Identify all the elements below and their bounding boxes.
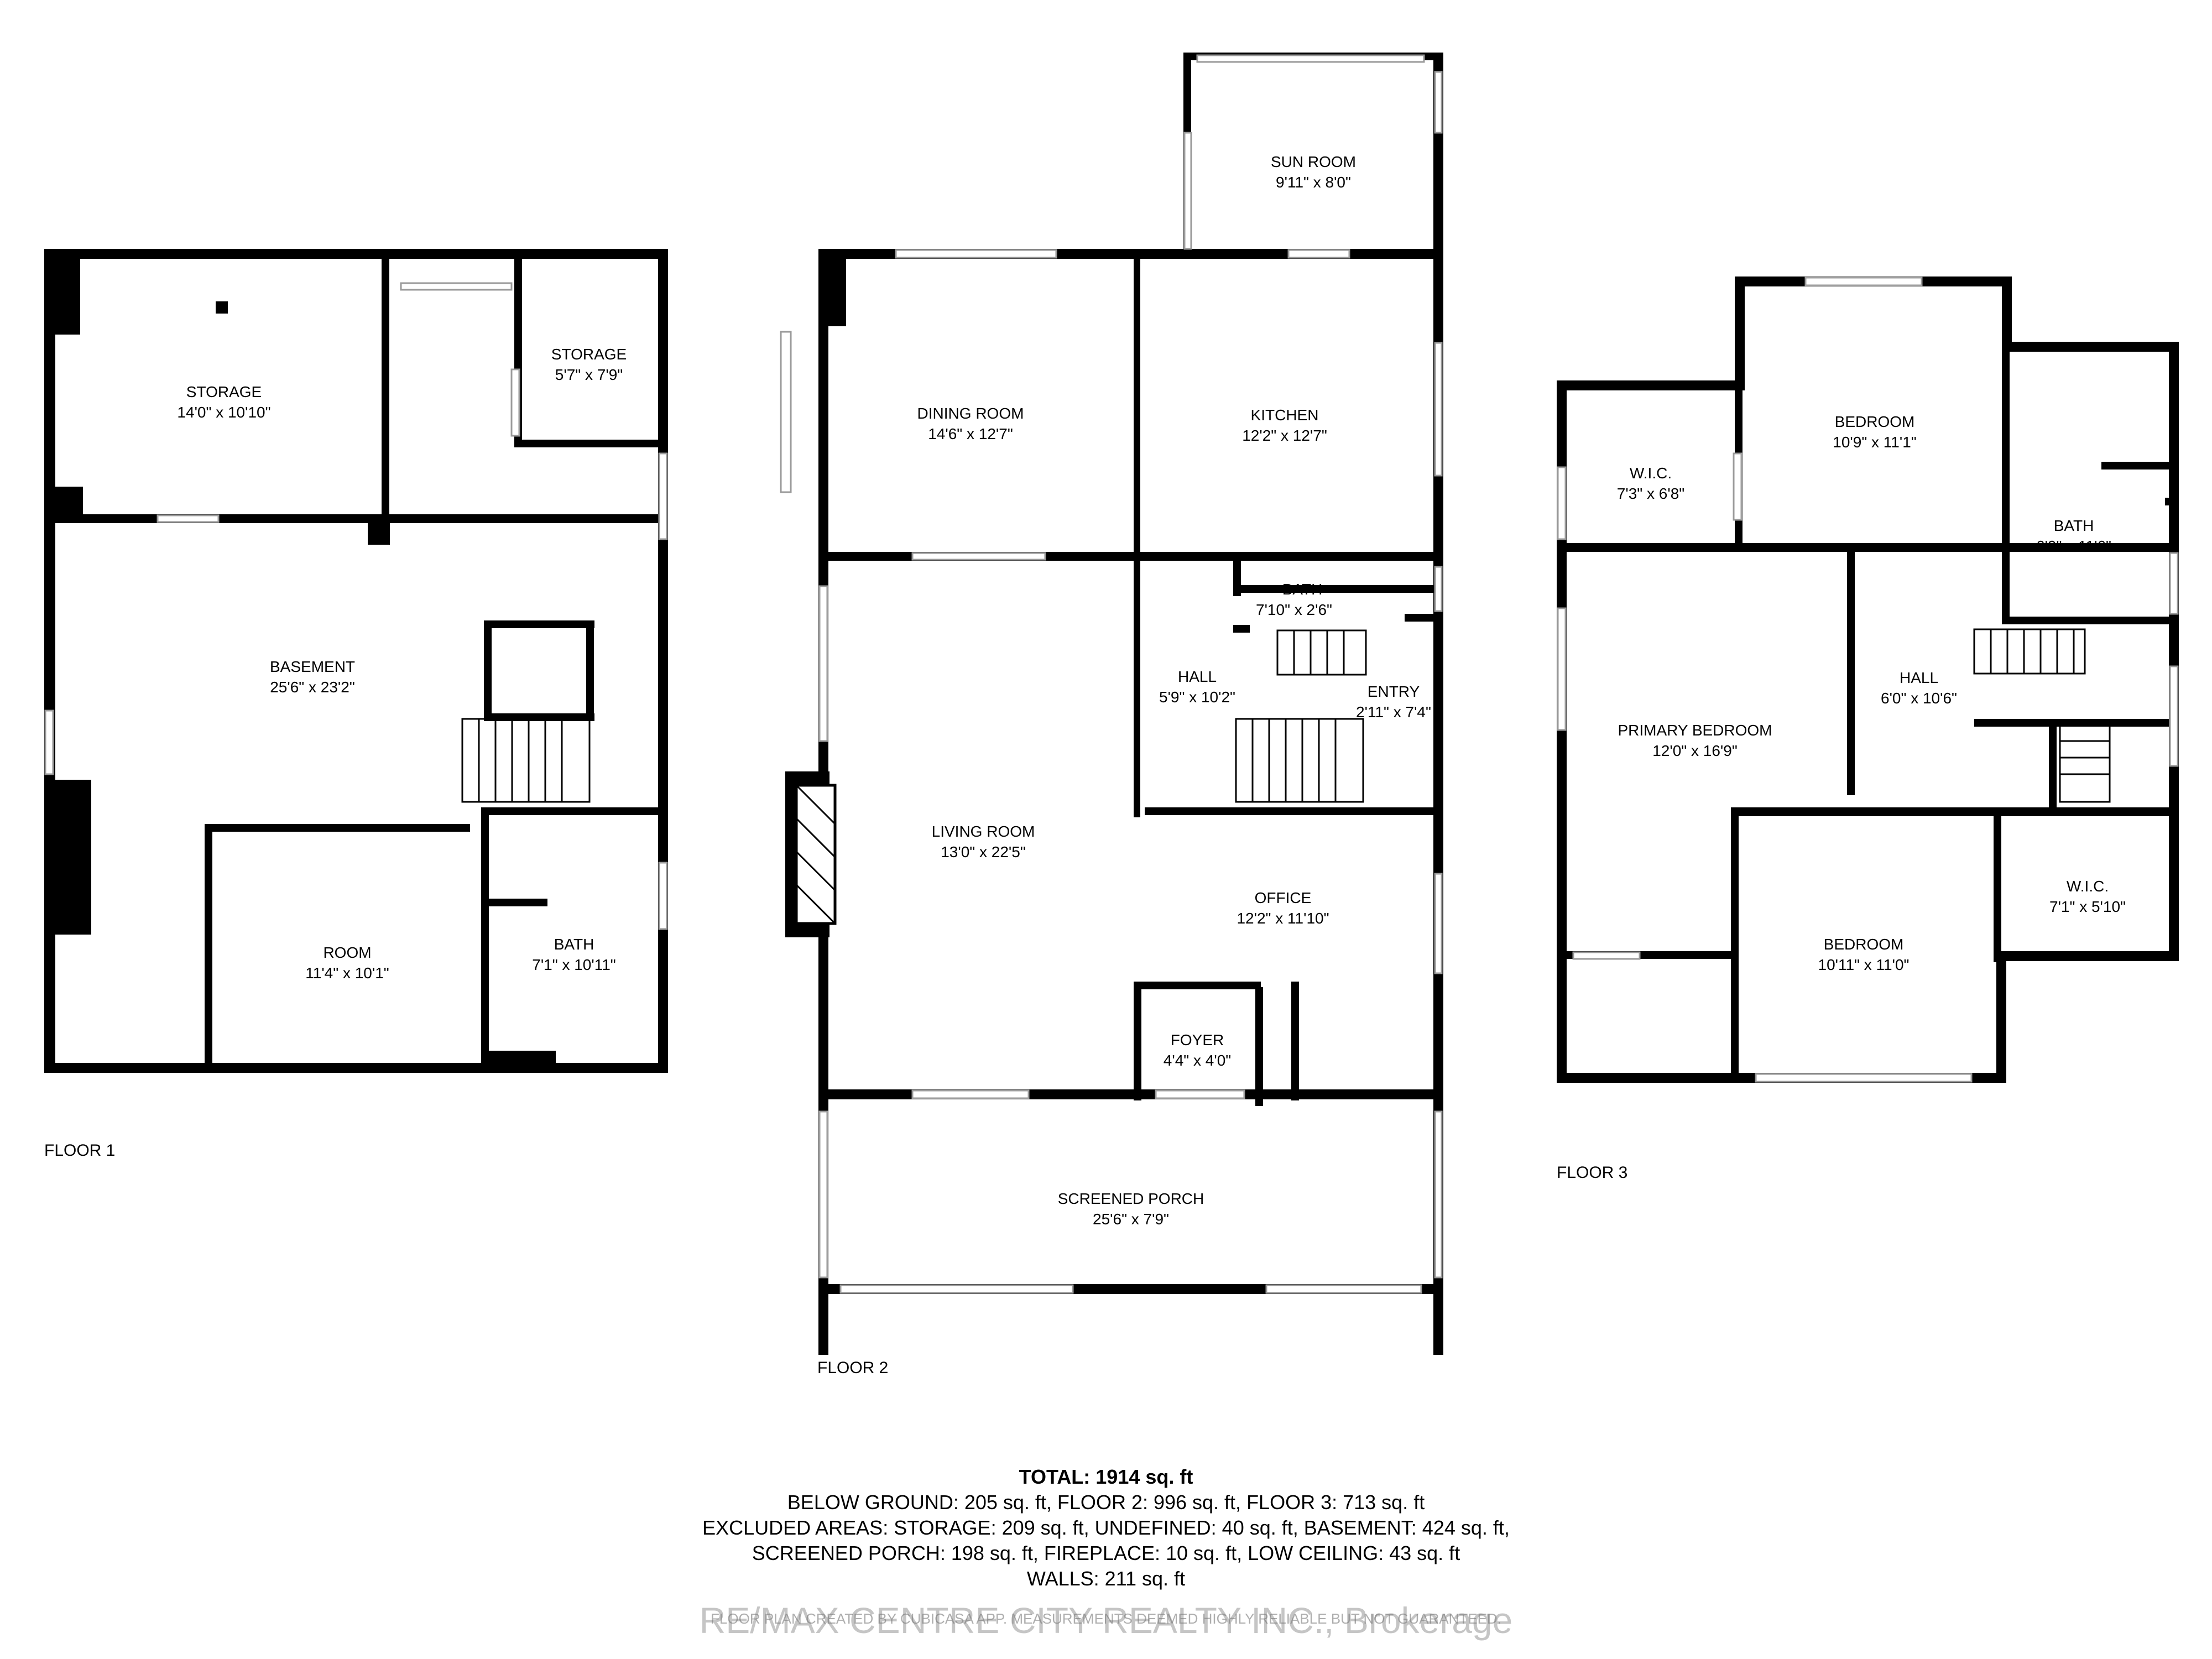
- room-dimensions: 11'4" x 10'1": [305, 964, 389, 982]
- room-dimensions: 9'11" x 8'0": [1276, 174, 1351, 191]
- floor-2-stairs: [1235, 629, 1367, 803]
- brokerage-watermark: RE/MAX CENTRE CITY REALTY INC., Brokerag…: [699, 1600, 1513, 1641]
- floor-1-plan: STORAGE 14'0" x 10'10" STORAGE 5'7" x 7'…: [44, 249, 668, 1160]
- room-name: FOYER: [1171, 1031, 1224, 1048]
- room-name: BATH: [1282, 581, 1323, 598]
- room-dimensions: 4'4" x 4'0": [1164, 1052, 1231, 1069]
- room-dimensions: 14'6" x 12'7": [928, 425, 1013, 442]
- room-name: LIVING ROOM: [932, 823, 1035, 840]
- room-dimensions: 12'2" x 12'7": [1242, 427, 1327, 444]
- room-name: W.I.C.: [1630, 465, 1672, 482]
- room-name: BATH: [2054, 517, 2094, 534]
- floor-label: FLOOR 2: [817, 1359, 888, 1377]
- room-name: ENTRY: [1368, 683, 1420, 700]
- room-dimensions: 6'9" x 11'6": [2036, 538, 2111, 555]
- room-dimensions: 6'0" x 10'6": [1881, 690, 1957, 707]
- room-name: SUN ROOM: [1271, 153, 1356, 170]
- room-name: DINING ROOM: [917, 405, 1024, 422]
- floor-1-labels: STORAGE 14'0" x 10'10" STORAGE 5'7" x 7'…: [44, 346, 627, 1160]
- floor-3-windows: [1557, 276, 2179, 1083]
- fireplace: [795, 784, 837, 925]
- summary-line: WALLS: 211 sq. ft: [1026, 1567, 1186, 1590]
- floor-1-windows: [44, 282, 668, 930]
- floor-label: FLOOR 3: [1557, 1164, 1627, 1182]
- room-dimensions: 13'0" x 22'5": [941, 843, 1026, 860]
- room-dimensions: 7'1" x 10'11": [532, 956, 615, 973]
- room-dimensions: 10'9" x 11'1": [1833, 434, 1916, 451]
- room-dimensions: 5'7" x 7'9": [555, 366, 623, 383]
- area-summary: TOTAL: 1914 sq. ft BELOW GROUND: 205 sq.…: [0, 1464, 2212, 1592]
- floor-2-plan: SUN ROOM 9'11" x 8'0" DINING ROOM 14'6" …: [780, 53, 1443, 1377]
- room-dimensions: 12'0" x 16'9": [1652, 742, 1738, 759]
- room-name: STORAGE: [186, 383, 262, 400]
- room-dimensions: 25'6" x 23'2": [270, 679, 355, 696]
- room-name: OFFICE: [1255, 889, 1312, 906]
- room-dimensions: 7'1" x 5'10": [2049, 898, 2126, 915]
- floor-3-labels: W.I.C. 7'3" x 6'8" BEDROOM 10'9" x 11'1"…: [1557, 413, 2126, 1182]
- total-area: TOTAL: 1914 sq. ft: [1019, 1465, 1193, 1488]
- room-dimensions: 14'0" x 10'10": [177, 404, 270, 421]
- room-name: ROOM: [323, 944, 371, 961]
- room-name: STORAGE: [551, 346, 627, 363]
- room-name: BEDROOM: [1835, 413, 1915, 430]
- room-name: SCREENED PORCH: [1058, 1190, 1204, 1207]
- room-name: HALL: [1178, 668, 1217, 685]
- room-name: PRIMARY BEDROOM: [1618, 722, 1772, 739]
- room-dimensions: 5'9" x 10'2": [1159, 688, 1235, 706]
- room-dimensions: 10'11" x 11'0": [1818, 956, 1910, 973]
- room-name: KITCHEN: [1251, 406, 1319, 424]
- floor-1-stairs: [461, 718, 591, 803]
- disclaimer-text: FLOOR PLAN CREATED BY CUBICASA APP. MEAS…: [711, 1610, 1501, 1627]
- floor-3-walls: [1557, 276, 2179, 1083]
- room-dimensions: 25'6" x 7'9": [1093, 1211, 1169, 1228]
- room-name: BEDROOM: [1824, 936, 1904, 953]
- floor-3-stairs: [1973, 628, 2111, 803]
- room-dimensions: 2'11" x 7'4": [1356, 703, 1431, 721]
- summary-line: BELOW GROUND: 205 sq. ft, FLOOR 2: 996 s…: [787, 1491, 1425, 1514]
- floor-2-windows: [780, 54, 1443, 1294]
- room-name: W.I.C.: [2067, 878, 2109, 895]
- floor-3-plan: W.I.C. 7'3" x 6'8" BEDROOM 10'9" x 11'1"…: [1557, 276, 2179, 1182]
- summary-line: EXCLUDED AREAS: STORAGE: 209 sq. ft, UND…: [702, 1516, 1510, 1539]
- floor-2-labels: SUN ROOM 9'11" x 8'0" DINING ROOM 14'6" …: [817, 153, 1431, 1377]
- room-dimensions: 7'10" x 2'6": [1256, 601, 1332, 618]
- room-dimensions: 7'3" x 6'8": [1617, 485, 1684, 502]
- floor-2-walls: [785, 53, 1443, 1355]
- summary-line: SCREENED PORCH: 198 sq. ft, FIREPLACE: 1…: [752, 1542, 1460, 1564]
- room-name: HALL: [1900, 669, 1938, 686]
- room-dimensions: 12'2" x 11'10": [1237, 910, 1329, 927]
- room-name: BATH: [554, 936, 594, 953]
- floor-label: FLOOR 1: [44, 1141, 115, 1160]
- room-name: BASEMENT: [270, 658, 355, 675]
